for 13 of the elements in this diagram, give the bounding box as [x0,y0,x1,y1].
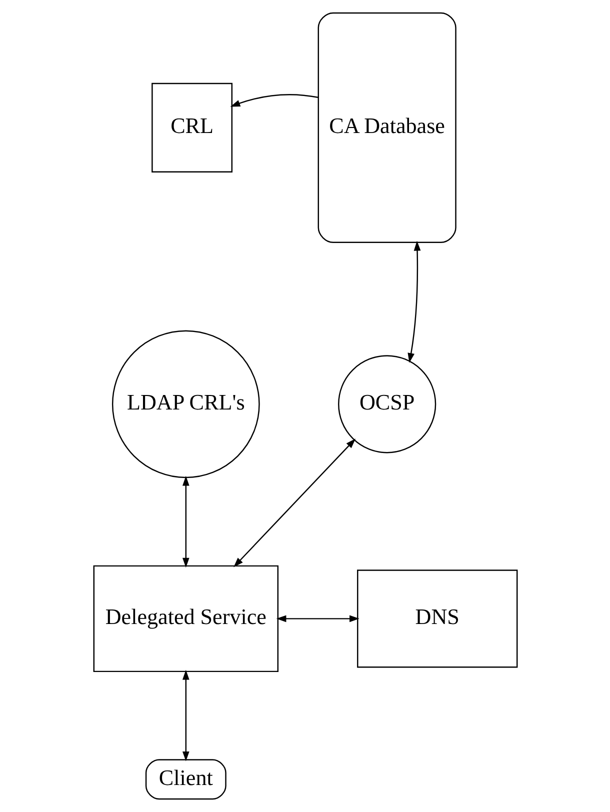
arrow [230,94,318,107]
arrow [233,438,356,568]
node-circle: OCSP [338,355,436,454]
arrow [276,615,359,622]
node-box: Client [144,759,226,800]
arrow [407,240,420,363]
node-box: Delegated Service [92,565,278,672]
node-circle: LDAP CRL's [111,330,260,478]
node-box: DNS [356,570,518,668]
arrow [182,476,189,568]
node-box: CRL [151,82,232,172]
node-box: CA Database [317,12,456,243]
arrow [182,670,189,762]
